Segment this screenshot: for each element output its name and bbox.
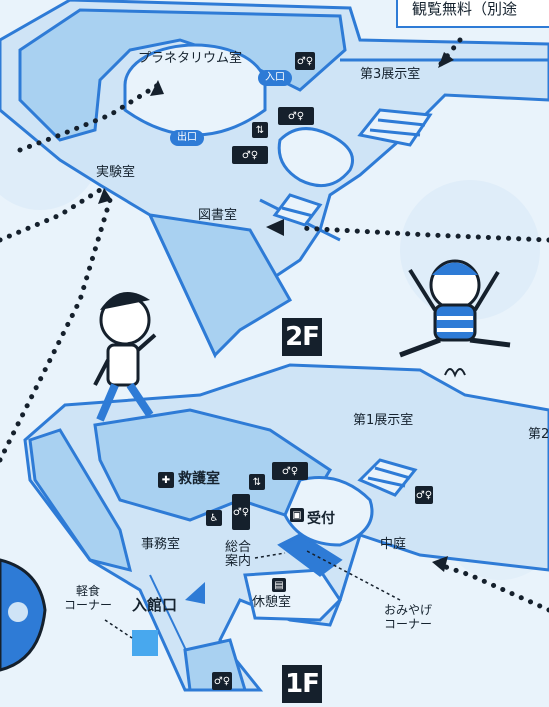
first-aid-room-label: 救護室 xyxy=(178,471,220,487)
waving-boy-illustration xyxy=(399,259,511,378)
exhibit-room-1-label: 第1展示室 xyxy=(353,413,414,428)
restroom-icon: ♂♀ xyxy=(278,107,314,125)
pointer-lines xyxy=(104,549,401,639)
restroom-icon: ♂♀ xyxy=(232,494,250,530)
exhibit-room-3-label: 第3展示室 xyxy=(360,67,421,82)
route-dots xyxy=(0,37,549,613)
elevator-icon: ⇅ xyxy=(252,122,268,138)
courtyard-label: 中庭 xyxy=(380,537,407,552)
stairs-2f xyxy=(272,108,433,227)
elevator-icon: ⇅ xyxy=(249,474,265,490)
entrance-arrow xyxy=(185,582,205,604)
exhibit-room-2-label: 第2 xyxy=(528,427,549,442)
restroom-icon: ♂♀ xyxy=(415,486,433,504)
reception-icon: ▣ xyxy=(290,508,304,522)
souvenir-corner-label: おみやげ コーナー xyxy=(384,603,433,631)
reception-label: 受付 xyxy=(307,511,335,527)
museum-entrance-label: 入館口 xyxy=(132,596,178,614)
admission-note: 観覧無料（別途 xyxy=(396,0,549,28)
running-boy-illustration xyxy=(93,292,157,422)
restroom-icon: ♂♀ xyxy=(295,52,315,70)
stairs-1f xyxy=(277,458,418,577)
accessible-restroom-icon: ♿ xyxy=(206,510,222,526)
planetarium-entrance-label: 入口 xyxy=(258,70,292,86)
floor-1f-building xyxy=(23,363,549,692)
first-aid-icon: ✚ xyxy=(158,472,174,488)
planetarium-dome xyxy=(123,43,267,137)
floor-1f-badge: 1F xyxy=(282,665,322,703)
route-arrowheads xyxy=(98,52,454,572)
office-label: 事務室 xyxy=(141,537,181,552)
planetarium-label: プラネタリウム室 xyxy=(138,51,243,66)
information-desk-label: 総合 案内 xyxy=(225,540,252,570)
library-label: 図書室 xyxy=(198,208,238,223)
lab-label: 実験室 xyxy=(96,165,136,180)
lounge-label: 休憩室 xyxy=(252,595,292,610)
restroom-icon: ♂♀ xyxy=(232,146,268,164)
snack-corner-marker xyxy=(132,630,158,656)
planetarium-exit-label: 出口 xyxy=(170,130,204,146)
partial-character-illustration xyxy=(0,558,47,672)
restroom-icon: ♂♀ xyxy=(212,672,232,690)
floor-2f-badge: 2F xyxy=(282,318,322,356)
snack-corner-label: 軽食 コーナー xyxy=(64,584,113,612)
vending-icon: ▤ xyxy=(272,578,286,592)
restroom-icon: ♂♀ xyxy=(272,462,308,480)
